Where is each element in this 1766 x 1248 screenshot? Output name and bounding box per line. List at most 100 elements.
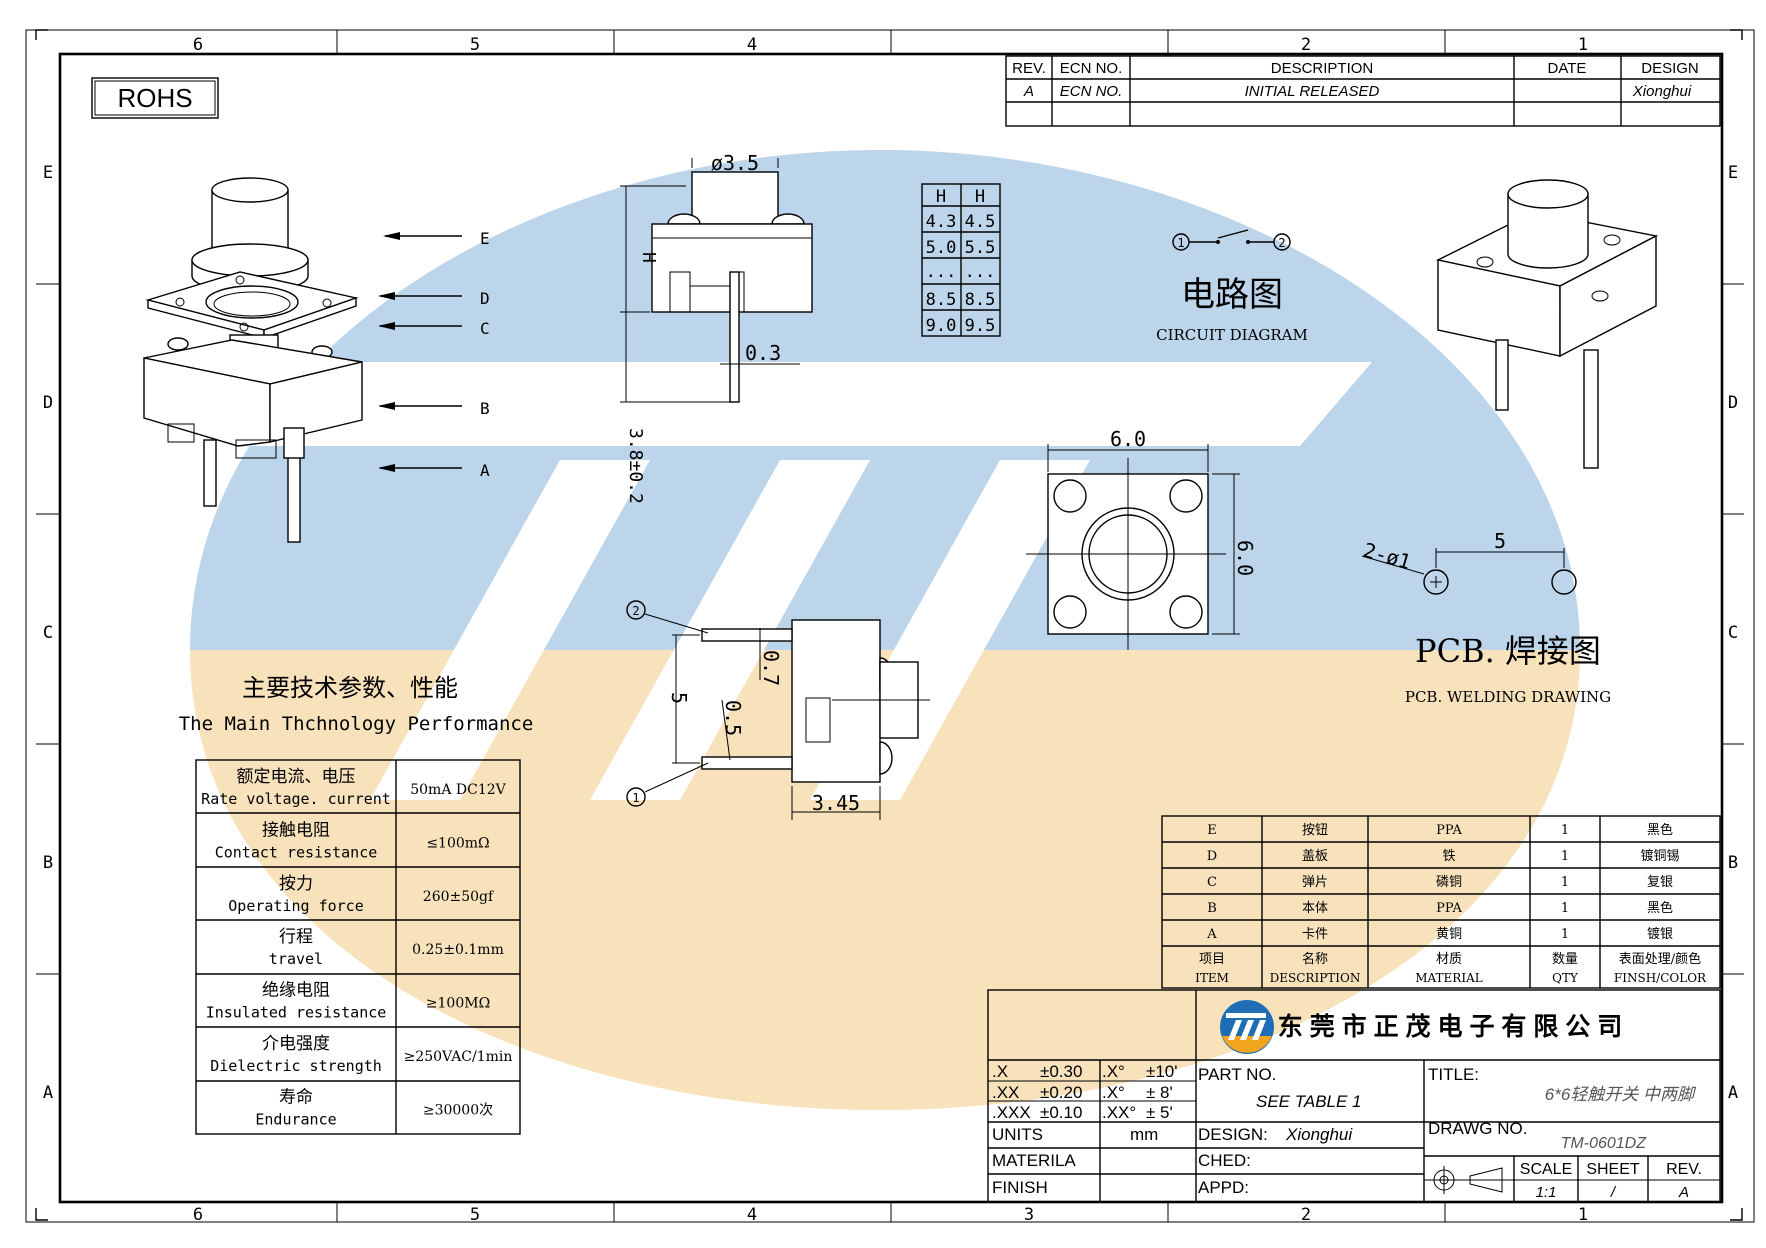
bom-cell: 本体 [1302,901,1328,916]
bom-header-en: FINSH/COLOR [1614,971,1707,985]
rev-value: A [1023,83,1034,100]
spec-name-en: Operating force [228,897,363,915]
bom-cell: 黑色 [1647,900,1673,916]
description-header: DESCRIPTION [1271,60,1374,77]
rohs-text: ROHS [117,83,192,113]
spec-value: ≥30000次 [423,1102,493,1118]
tol-value: ±0.10 [1040,1103,1082,1122]
h-table-cell: 8.5 [926,290,957,310]
bom-cell: PPA [1436,901,1462,916]
dim-top-height: 6.0 [1233,540,1257,576]
title-value: 6*6轻触开关 中两脚 [1545,1085,1697,1104]
appd-label: APPD: [1198,1178,1249,1197]
bom-cell: 铁 [1442,849,1455,864]
bom-header-cn: 名称 [1302,951,1328,967]
row-label-left: D [43,393,53,413]
dim-pin-pitch: 5 [667,692,691,704]
units-label: UNITS [992,1125,1043,1144]
pin-label-1: 1 [632,791,639,805]
bom-cell: A [1206,927,1217,942]
materila-label: MATERILA [992,1151,1076,1170]
spec-value: ≤100mΩ [426,835,489,851]
col-label-bottom: 1 [1578,1205,1588,1225]
top-view: 6.0 6.0 [1026,427,1257,650]
iso-view [1435,179,1659,469]
circuit-diagram: 1 2 电路图 CIRCUIT DIAGRAM [1156,229,1308,344]
finish-label: FINISH [992,1178,1048,1197]
ecn-header: ECN NO. [1060,60,1123,77]
spec-name-en: Rate voltage. current [201,790,391,808]
design-header: DESIGN [1641,60,1699,77]
bom-cell: 1 [1561,901,1569,916]
specs-title-en: The Main Thchnology Performance [179,713,534,735]
rev-header: REV. [1012,60,1046,77]
title-block: 东 莞 市 正 茂 电 子 有 限 公 司 .X .XX .XXX ±0.30 … [987,989,1721,1203]
spec-value: 0.25±0.1mm [412,942,504,958]
circuit-title-en: CIRCUIT DIAGRAM [1156,326,1308,344]
col-label-bottom: 5 [470,1205,480,1225]
drawing-frame: 6 5 4 2 1 6 5 4 3 2 1 E D C B A E D C B … [25,29,1755,1225]
row-label-right: E [1728,163,1738,183]
bom-header-en: MATERIAL [1415,971,1483,985]
dim-diameter: ø3.5 [711,151,759,175]
row-label-left: E [43,163,53,183]
bom-header-en: ITEM [1195,971,1229,985]
rev-value: A [1678,1184,1689,1201]
bom-cell: E [1207,823,1217,838]
sheet-value: / [1610,1184,1617,1201]
ched-label: CHED: [1198,1151,1251,1170]
specs-title-cn: 主要技术参数、性能 [242,674,458,702]
tol-angle-value: ±10' [1146,1062,1178,1081]
row-label-left: C [43,623,53,643]
units-value: mm [1130,1125,1158,1144]
row-label-right: A [1728,1083,1738,1103]
bom-cell: D [1207,849,1217,864]
bom-header-cn: 数量 [1552,952,1578,967]
spec-name-cn: 按力 [279,874,313,894]
bom-cell: 复银 [1647,875,1673,890]
spec-name-cn: 寿命 [279,1087,313,1107]
side-view: ø3.5 H 3.8±0.2 0.3 [620,151,813,504]
exploded-label-e: E [480,229,490,248]
pcb-title-cn: PCB. 焊接图 [1415,632,1601,670]
bom-cell: 黑色 [1647,822,1673,838]
bom-cell: 1 [1561,823,1569,838]
bom-cell: 1 [1561,927,1569,942]
h-table-cell: ... [965,262,996,282]
tol-angle-value: ± 8' [1146,1083,1173,1102]
bom-cell: 磷铜 [1436,875,1462,890]
spec-name-cn: 绝缘电阻 [262,981,330,1001]
pin-label-2: 2 [632,604,639,618]
spec-name-en: Insulated resistance [206,1004,387,1022]
pcb-welding-drawing: 5 2-ø1 PCB. 焊接图 PCB. WELDING DRAWING [1361,529,1612,706]
design-value: Xionghui [1632,83,1692,100]
specs-section: 主要技术参数、性能 The Main Thchnology Performanc… [179,674,534,1135]
bom-cell: B [1207,901,1217,916]
bom-cell: 卡件 [1302,927,1328,942]
row-label-right: D [1728,393,1738,413]
col-label-bottom: 2 [1301,1205,1311,1225]
col-label-bottom: 6 [193,1205,203,1225]
h-table-cell: 9.5 [965,316,996,336]
rev-label: REV. [1666,1161,1702,1178]
tol-angle-label: .X° [1102,1062,1125,1081]
spec-value: ≥100MΩ [426,996,490,1012]
h-table-cell: 4.5 [965,212,996,232]
exploded-view: E D C B A [143,177,490,543]
dim-345: 3.45 [812,791,860,815]
sheet-label: SHEET [1586,1161,1640,1178]
pcb-title-en: PCB. WELDING DRAWING [1405,688,1611,706]
spec-name-en: travel [269,950,323,968]
tol-value: ±0.20 [1040,1083,1082,1102]
rohs-mark: ROHS [91,77,219,119]
h-table-cell: 5.0 [926,238,957,258]
watermark-orange-half [190,650,1580,1110]
bom-cell: PPA [1436,823,1462,838]
dim-top-width: 6.0 [1110,427,1146,451]
title-label: TITLE: [1428,1065,1479,1084]
h-table-header: H [936,187,946,207]
drawg-no-value: TM-0601DZ [1561,1135,1648,1152]
ecn-value: ECN NO. [1060,83,1123,100]
